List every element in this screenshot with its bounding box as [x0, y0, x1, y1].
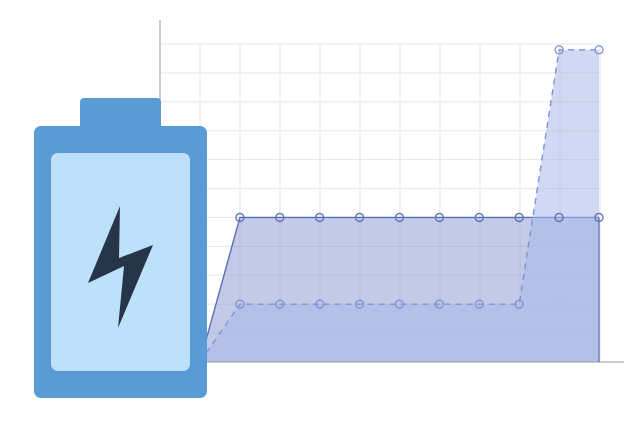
chart-areas — [199, 49, 599, 363]
data-point — [315, 212, 325, 223]
data-point — [354, 212, 365, 223]
chart-points — [235, 45, 604, 309]
series-area-1 — [200, 49, 599, 362]
data-point — [514, 212, 524, 223]
data-point — [394, 299, 405, 309]
data-point — [594, 212, 604, 223]
data-point — [235, 299, 245, 309]
data-point — [275, 299, 285, 309]
data-point — [235, 212, 245, 223]
data-point — [275, 212, 285, 223]
data-point — [514, 299, 524, 309]
data-point — [594, 45, 604, 55]
data-point — [474, 212, 484, 223]
series-line-0 — [199, 216, 599, 363]
data-point — [474, 299, 484, 309]
data-point — [394, 212, 405, 223]
data-point — [434, 299, 445, 309]
data-point — [315, 299, 325, 309]
data-point — [554, 212, 564, 223]
data-point — [354, 299, 365, 309]
data-point — [434, 212, 445, 223]
data-point — [554, 45, 564, 55]
